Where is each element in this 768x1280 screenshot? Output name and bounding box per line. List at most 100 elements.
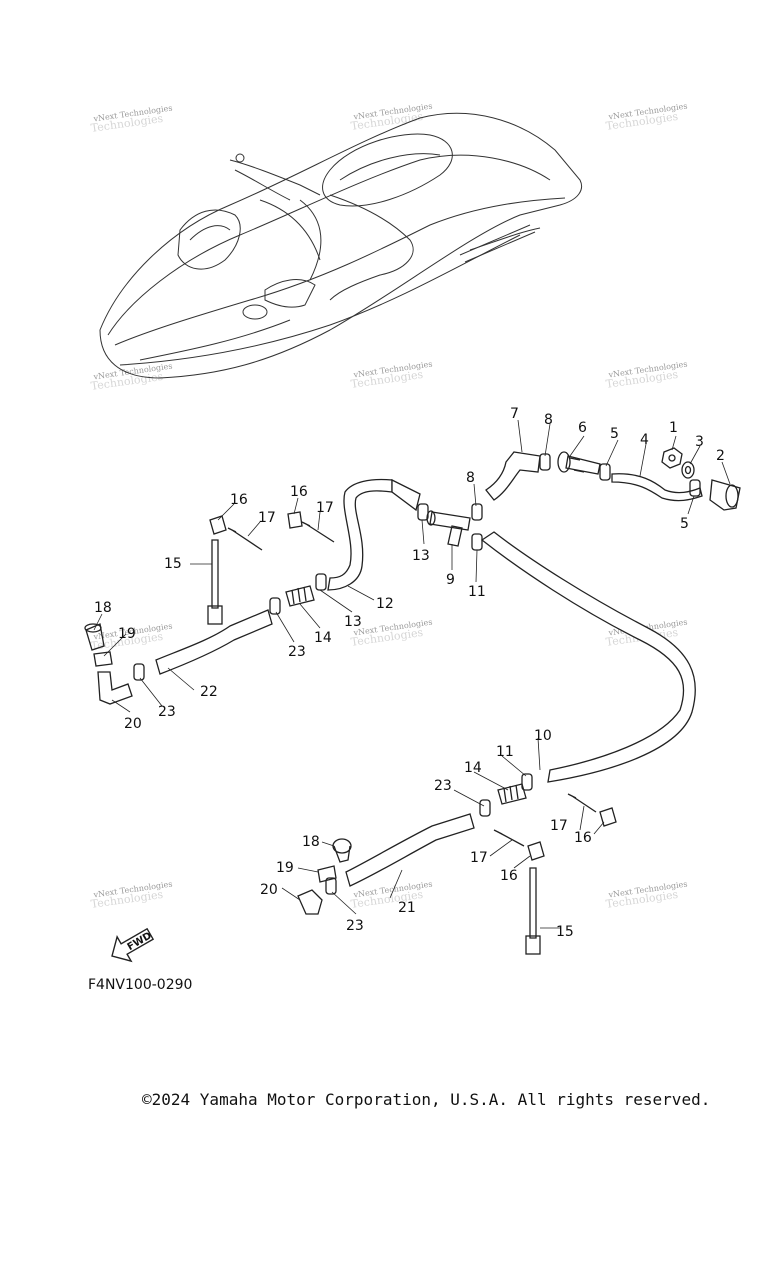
clamp-23 [269, 597, 281, 615]
clamp-8 [471, 503, 483, 521]
callout-5: 5 [680, 516, 689, 532]
hose-22 [155, 609, 273, 675]
fitting-2 [709, 479, 741, 511]
callout-16: 16 [230, 492, 248, 508]
hose-12 [327, 478, 393, 591]
watermark: Technologies vNext Technologies [350, 617, 433, 648]
callout-17: 17 [258, 510, 276, 526]
watercraft-illustration [99, 112, 583, 379]
callout-1: 1 [669, 420, 678, 436]
holders-upper [207, 511, 335, 625]
clamp-23 [479, 799, 491, 817]
callout-19: 19 [276, 860, 294, 876]
washer-3 [681, 461, 695, 479]
callout-2: 2 [716, 448, 725, 464]
clamp-11 [521, 773, 533, 791]
copyright-notice: ©2024 Yamaha Motor Corporation, U.S.A. A… [142, 1090, 711, 1109]
callout-7: 7 [510, 406, 519, 422]
callout-23: 23 [434, 778, 452, 794]
clamp-23 [325, 877, 337, 895]
pin-17 [567, 793, 597, 813]
watermark: Technologies vNext Technologies [605, 359, 688, 390]
callout-4: 4 [640, 432, 649, 448]
callout-23: 23 [346, 918, 364, 934]
flush-fitting-lower [297, 838, 352, 915]
callout-16: 16 [500, 868, 518, 884]
holder-16 [209, 515, 227, 535]
nut-19 [93, 651, 113, 667]
callout-5: 5 [610, 426, 619, 442]
watermark: Technologies vNext Technologies [350, 879, 433, 910]
callout-16: 16 [290, 484, 308, 500]
callout-20: 20 [124, 716, 142, 732]
upper-hose-assembly [133, 447, 741, 783]
fitting-6 [557, 451, 601, 475]
elbow-20 [97, 671, 133, 705]
callout-19: 19 [118, 626, 136, 642]
lower-hose-assembly [297, 773, 617, 955]
tee-joint-9 [426, 510, 471, 547]
holder-16 [287, 511, 303, 529]
callout-8: 8 [544, 412, 553, 428]
cable-tie-15 [211, 539, 219, 609]
callout-17: 17 [316, 500, 334, 516]
callout-23: 23 [158, 704, 176, 720]
forward-arrow-icon: FWD [111, 927, 155, 963]
fitting-14 [285, 585, 315, 607]
callout-15: 15 [164, 556, 182, 572]
flush-fitting-upper [84, 623, 133, 705]
callout-6: 6 [578, 420, 587, 436]
leader-lines [93, 419, 731, 929]
drawing-code: F4NV100-0290 [88, 977, 193, 993]
cap-18 [85, 623, 105, 651]
elbow-20 [297, 889, 323, 915]
clamp-13 [417, 503, 429, 521]
callout-14: 14 [464, 760, 482, 776]
watermark: Technologies vNext Technologies [350, 359, 433, 390]
holder-16 [527, 841, 545, 861]
callout-12: 12 [376, 596, 394, 612]
hose-4 [611, 473, 703, 502]
clamp-5 [689, 479, 701, 497]
watermark: Technologies vNext Technologies [90, 879, 173, 910]
pin-17 [493, 829, 525, 847]
callout-13: 13 [412, 548, 430, 564]
watermark: Technologies vNext Technologies [90, 103, 173, 134]
fitting-14 [497, 783, 527, 805]
hose-21 [345, 813, 475, 887]
pin-17 [227, 527, 263, 551]
callout-17: 17 [470, 850, 488, 866]
parts-diagram: Technologies vNext Technologies Technolo… [84, 101, 741, 963]
callout-10: 10 [534, 728, 552, 744]
callout-3: 3 [695, 434, 704, 450]
callout-18: 18 [94, 600, 112, 616]
watermark: Technologies vNext Technologies [605, 101, 688, 132]
callout-11: 11 [468, 584, 486, 600]
clamp-5 [599, 463, 611, 481]
callout-23: 23 [288, 644, 306, 660]
callout-18: 18 [302, 834, 320, 850]
callout-11: 11 [496, 744, 514, 760]
callout-8: 8 [466, 470, 475, 486]
callout-14: 14 [314, 630, 332, 646]
callout-9: 9 [446, 572, 455, 588]
clamp-8 [539, 453, 551, 471]
callout-20: 20 [260, 882, 278, 898]
callout-15: 15 [556, 924, 574, 940]
hose-10 [480, 531, 696, 783]
callout-22: 22 [200, 684, 218, 700]
holder-16 [599, 807, 617, 827]
hose-7 [485, 451, 541, 501]
watermark: Technologies vNext Technologies [90, 361, 173, 392]
clamp-13 [315, 573, 327, 591]
callouts: 1 2 3 4 5 5 6 7 8 8 9 10 11 11 12 13 13 … [94, 406, 725, 940]
callout-16: 16 [574, 830, 592, 846]
pin-17 [301, 521, 335, 543]
watermark: Technologies vNext Technologies [605, 879, 688, 910]
clamp-23 [133, 663, 145, 681]
callout-21: 21 [398, 900, 416, 916]
nut-19 [317, 865, 337, 883]
callout-17: 17 [550, 818, 568, 834]
nut-1 [661, 447, 683, 469]
cable-tie-15 [529, 867, 537, 939]
